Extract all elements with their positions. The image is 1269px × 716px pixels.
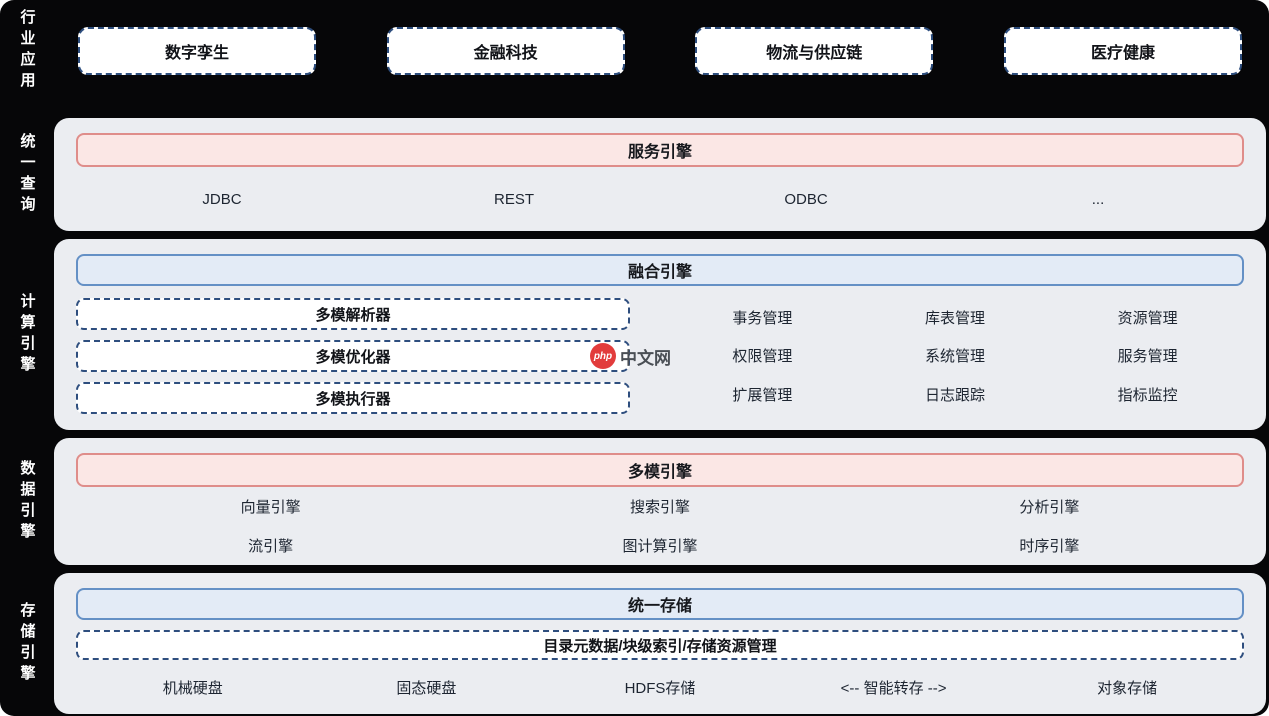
band-query-label: 统一查询: [0, 118, 54, 231]
engine-item-search: 搜索引擎: [629, 499, 690, 516]
media-hdd: 机械硬盘: [162, 679, 223, 697]
engine-item-timeseries: 时序引擎: [1019, 538, 1080, 555]
band-compute-label: 计算引擎: [0, 239, 54, 430]
protocol-rest: REST: [493, 190, 534, 208]
industry-box-logistics: 物流与供应链: [695, 26, 934, 75]
data-panel: 多模引擎 向量引擎 搜索引擎 分析引擎 流引擎 图计算引擎 时序引擎: [54, 438, 1266, 565]
compute-panel: 融合引擎 多模解析器 多模优化器 多模执行器 事务管理 库表管理 资源管理 权限…: [54, 239, 1266, 430]
module-parser: 多模解析器: [76, 298, 630, 330]
unified-storage-box: 统一存储: [76, 588, 1244, 620]
media-ssd: 固态硬盘: [396, 679, 457, 697]
engine-item-stream: 流引擎: [248, 538, 294, 555]
module-executor: 多模执行器: [76, 382, 630, 414]
band-storage: 存储引擎 统一存储 目录元数据/块级索引/存储资源管理 机械硬盘 固态硬盘 HD…: [0, 573, 1269, 714]
php-cn-watermark: php 中文网: [590, 343, 671, 369]
band-data-label: 数据引擎: [0, 438, 54, 565]
protocol-jdbc: JDBC: [202, 190, 242, 208]
band-compute-label-text: 计算引擎: [18, 292, 36, 377]
query-panel: 服务引擎 JDBC REST ODBC ...: [54, 118, 1266, 231]
storage-panel: 统一存储 目录元数据/块级索引/存储资源管理 机械硬盘 固态硬盘 HDFS存储 …: [54, 573, 1266, 714]
storage-metadata-box: 目录元数据/块级索引/存储资源管理: [76, 630, 1244, 660]
management-grid: 事务管理 库表管理 资源管理 权限管理 系统管理 服务管理 扩展管理 日志跟踪 …: [630, 298, 1244, 414]
media-object-storage: 对象存储: [1097, 679, 1158, 697]
service-engine-box: 服务引擎: [76, 133, 1244, 167]
band-compute: 计算引擎 融合引擎 多模解析器 多模优化器 多模执行器 事务管理 库表管理 资源…: [0, 239, 1269, 430]
compute-row: 多模解析器 多模优化器 多模执行器 事务管理 库表管理 资源管理 权限管理 系统…: [76, 298, 1244, 414]
protocol-odbc: ODBC: [784, 190, 828, 208]
media-hdfs: HDFS存储: [624, 679, 696, 697]
band-query-label-text: 统一查询: [18, 132, 36, 217]
band-industry: 行业应用 数字孪生 金融科技 物流与供应链 医疗健康: [0, 2, 1269, 99]
mgmt-item: 事务管理: [732, 309, 793, 327]
band-storage-label: 存储引擎: [0, 573, 54, 714]
mgmt-item: 权限管理: [732, 348, 793, 366]
mgmt-item: 资源管理: [1117, 309, 1178, 327]
industry-box-digital-twin: 数字孪生: [78, 26, 316, 75]
mgmt-item: 服务管理: [1117, 348, 1178, 366]
mgmt-item: 系统管理: [924, 348, 985, 366]
mgmt-item: 扩展管理: [732, 387, 793, 405]
data-engine-grid: 向量引擎 搜索引擎 分析引擎 流引擎 图计算引擎 时序引擎: [76, 487, 1244, 565]
watermark-text: 中文网: [620, 348, 671, 368]
industry-box-fintech: 金融科技: [386, 26, 625, 75]
band-storage-label-text: 存储引擎: [18, 601, 36, 686]
php-logo-icon: php: [590, 343, 616, 369]
engine-item-graph: 图计算引擎: [622, 538, 698, 555]
mgmt-item: 指标监控: [1117, 387, 1178, 405]
engine-item-analytics: 分析引擎: [1019, 499, 1080, 516]
industry-panel: 数字孪生 金融科技 物流与供应链 医疗健康: [54, 2, 1266, 99]
band-data: 数据引擎 多模引擎 向量引擎 搜索引擎 分析引擎 流引擎 图计算引擎 时序引擎: [0, 438, 1269, 565]
mgmt-item: 库表管理: [924, 309, 985, 327]
module-column: 多模解析器 多模优化器 多模执行器: [76, 298, 630, 414]
band-industry-label-text: 行业应用: [18, 8, 36, 93]
mgmt-item: 日志跟踪: [924, 387, 985, 405]
storage-media-row: 机械硬盘 固态硬盘 HDFS存储 <-- 智能转存 --> 对象存储: [76, 660, 1244, 714]
multimodel-engine-box: 多模引擎: [76, 453, 1244, 487]
band-data-label-text: 数据引擎: [18, 459, 36, 544]
module-optimizer: 多模优化器: [76, 340, 630, 372]
band-industry-label: 行业应用: [0, 2, 54, 99]
protocol-more: ...: [1091, 190, 1105, 208]
band-query: 统一查询 服务引擎 JDBC REST ODBC ...: [0, 118, 1269, 231]
protocol-row: JDBC REST ODBC ...: [76, 167, 1244, 231]
fusion-engine-box: 融合引擎: [76, 254, 1244, 286]
industry-box-healthcare: 医疗健康: [1003, 26, 1242, 75]
engine-item-vector: 向量引擎: [240, 499, 301, 516]
media-smart-transfer: <-- 智能转存 -->: [840, 679, 947, 697]
